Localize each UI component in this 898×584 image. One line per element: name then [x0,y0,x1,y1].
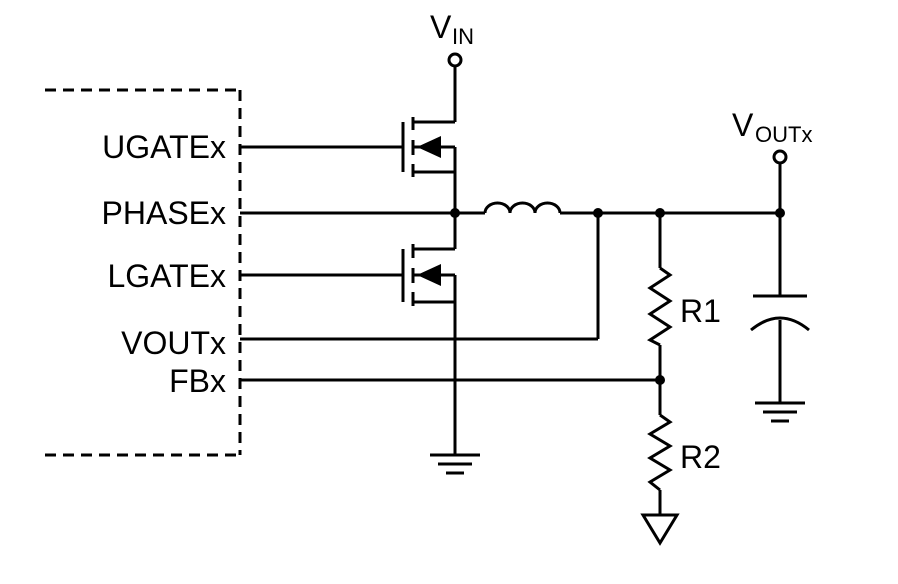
junction-phase [450,208,460,218]
resistor-r2-label: R2 [680,439,721,475]
capacitor-ground-icon [755,401,805,423]
vin-terminal [447,52,463,68]
resistor-r1-icon [646,266,673,347]
pin-label-phase: PHASEx [102,195,226,231]
vin-label-subscript: IN [452,24,474,49]
vin-supply-label: V IN [430,9,474,49]
resistor-r1-label: R1 [680,293,721,329]
pin-label-vout: VOUTx [121,325,226,361]
output-capacitor-icon [750,294,810,332]
resistor-r2-icon [647,413,673,492]
controller-ic-outline [45,88,242,457]
pin-label-fb: FBx [169,363,226,399]
pin-label-lgate: LGATEx [107,258,226,294]
junction-dots [450,208,785,385]
inductor-icon [483,201,562,214]
vout-label: V [732,107,754,143]
junction-r1-top [655,208,665,218]
vout-output-label: V OUTx [732,107,812,147]
junction-feedback [655,375,665,385]
junction-output [775,208,785,218]
pin-label-ugate: UGATEx [102,129,226,165]
vout-label-subscript: OUTx [755,122,812,147]
feedback-ground-triangle-icon [640,513,680,546]
high-side-mosfet-icon [401,117,457,177]
low-side-mosfet-icon [401,244,457,306]
vin-label: V [430,9,452,45]
vout-terminal [772,149,788,165]
mosfet-ground-icon [430,453,480,475]
junction-vout-sense [593,208,603,218]
